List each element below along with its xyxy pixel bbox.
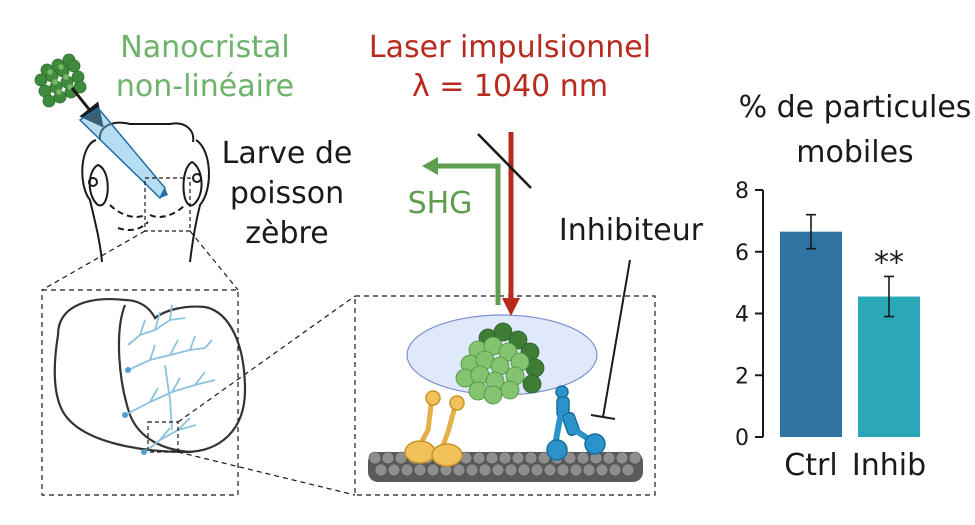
nanocrystal-icon: [34, 53, 87, 108]
larva-label-line2: poisson: [230, 176, 344, 211]
brain-zoom-box: [147, 421, 179, 453]
laser-label-line1: Laser impulsionnel: [369, 30, 651, 65]
larva-zoom-box: [144, 177, 191, 232]
bound-nanocrystal-icon: [455, 322, 545, 405]
significance-inhib: **: [874, 245, 904, 280]
y-tick-label-6: 6: [735, 241, 749, 266]
larva-head-outline: [81, 121, 210, 263]
brain-zoom-line-top: [177, 295, 356, 423]
error-bar-inhib: [884, 275, 894, 318]
y-tick-label-0: 0: [735, 426, 749, 451]
larva-label-line1: Larve de: [222, 136, 353, 171]
laser-label-line2: λ = 1040 nm: [412, 69, 608, 104]
zoom-line-right: [189, 230, 239, 291]
brain-panel: [41, 289, 239, 496]
laser-beam: [502, 132, 520, 316]
neuron-soma-icons: [122, 367, 147, 455]
bar-inhib: [858, 296, 920, 437]
error-bar-ctrl: [806, 213, 816, 250]
shg-beam: [422, 157, 501, 305]
zoom-line-left: [41, 230, 146, 291]
neuron-icon: [124, 304, 216, 453]
brain-outline: [53, 298, 247, 454]
bar-ctrl: [780, 231, 842, 437]
larva-label-line3: zèbre: [245, 216, 328, 251]
molecular-panel: [354, 295, 656, 496]
chart-title-line1: % de particules: [739, 90, 972, 125]
nanocrystal-label-line1: Nanocristal: [120, 30, 289, 65]
x-tick-label-inhib: Inhib: [852, 448, 926, 483]
y-tick-label-4: 4: [735, 303, 749, 328]
inhibitor-arrow: [590, 259, 631, 420]
yellow-motor-protein-icon: [404, 390, 465, 467]
shg-label: SHG: [408, 186, 473, 221]
brain-zoom-line-bottom: [177, 451, 356, 496]
inhibitor-label: Inhibiteur: [559, 213, 704, 248]
y-tick-label-2: 2: [735, 364, 749, 389]
blue-receptor-protein-icon: [546, 385, 606, 461]
injection-pipette: [78, 107, 168, 200]
chart-title-line2: mobiles: [796, 135, 913, 170]
dichroic-mirror: [477, 133, 532, 189]
injection-arrow: [70, 87, 104, 128]
x-tick-label-ctrl: Ctrl: [784, 448, 837, 483]
y-tick-label-8: 8: [735, 179, 749, 204]
nanocrystal-label-line2: non-linéaire: [116, 69, 294, 104]
bar-chart: % de particules mobiles 0 2 4 6 8 Ctrl Inhib *…: [735, 90, 971, 483]
